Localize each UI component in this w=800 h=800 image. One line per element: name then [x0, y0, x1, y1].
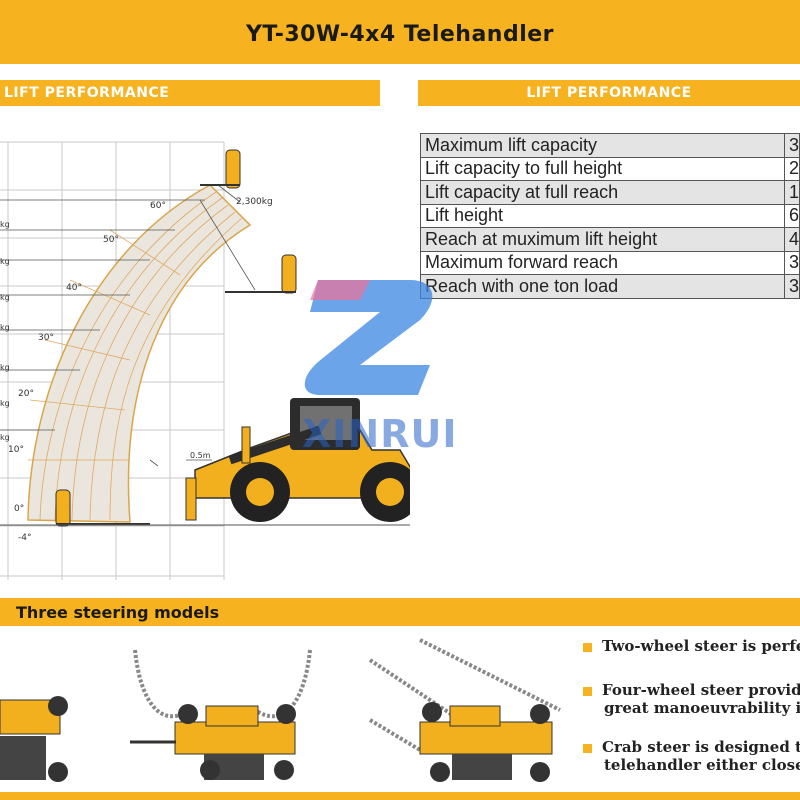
bullet-text: Crab steer is designed to: [602, 738, 800, 756]
bullet-text-cont: telehandler either close t: [604, 756, 800, 774]
spec-value: 3: [783, 274, 800, 299]
title-box: YT-30W-4x4 Telehandler: [0, 12, 800, 56]
table-row: Reach at muximum lift height 4: [420, 227, 800, 252]
steering-illustrations: [0, 638, 561, 782]
page-title: YT-30W-4x4 Telehandler: [245, 21, 555, 47]
spec-label: Reach at muximum lift height: [420, 227, 785, 252]
kg-tick: kg: [0, 363, 10, 372]
angle-label-0: 0°: [14, 504, 24, 514]
table-row: Maximum lift capacity 3: [420, 133, 800, 158]
spec-value: 1: [783, 180, 800, 205]
envelope-arcs: [28, 191, 243, 521]
section-title-right: LIFT PERFORMANCE: [526, 85, 692, 101]
angle-label-30: 30°: [38, 333, 54, 343]
spec-value: 4: [783, 227, 800, 252]
crab-steer-illustration: [368, 638, 561, 782]
angle-label-10: 10°: [8, 445, 24, 455]
kg-tick: kg: [0, 323, 10, 332]
steering-bullet-two-wheel: Two-wheel steer is perfe: [583, 637, 800, 655]
angle-label-60: 60°: [150, 201, 166, 211]
section-title-left: LIFT PERFORMANCE: [4, 85, 170, 101]
spec-table: Maximum lift capacity 3 Lift capacity to…: [420, 133, 800, 299]
forks-ground: [55, 489, 150, 527]
load-label: 2,300kg: [236, 197, 273, 207]
steering-section-bar: Three steering models: [0, 598, 800, 626]
header-band: YT-30W-4x4 Telehandler: [0, 0, 800, 64]
spec-label: Lift height: [420, 203, 785, 228]
table-row: Lift height 6: [420, 203, 800, 228]
angle-label-neg4: -4°: [18, 533, 31, 543]
two-wheel-steer-illustration: [0, 696, 68, 782]
spec-value: 2: [783, 156, 800, 181]
kg-tick: kg: [0, 220, 10, 229]
kg-tick: kg: [0, 399, 10, 408]
spec-label: Lift capacity to full height: [420, 156, 785, 181]
angle-label-20: 20°: [18, 389, 34, 399]
spec-label: Maximum forward reach: [420, 250, 785, 275]
dimension-lines: [0, 184, 256, 467]
table-row: Lift capacity at full reach 1: [420, 180, 800, 205]
table-row: Lift capacity to full height 2: [420, 156, 800, 181]
section-bar-lift-performance-left: LIFT PERFORMANCE: [0, 80, 380, 106]
watermark-text: XINRUI: [302, 412, 458, 456]
bullet-text: Two-wheel steer is perfe: [602, 637, 800, 655]
section-bar-lift-performance-right: LIFT PERFORMANCE: [418, 80, 800, 106]
kg-tick: kg: [0, 433, 10, 442]
bullet-text-cont: great manoeuvrability in: [604, 699, 800, 717]
kg-tick: kg: [0, 293, 10, 302]
kg-tick: kg: [0, 257, 10, 266]
four-wheel-steer-illustration: [130, 649, 312, 780]
load-chart-diagram: 60° 50° 40° 30° 20° 10° 0° -4° 2,300kg 0…: [0, 141, 410, 580]
bullet-marker: [583, 743, 592, 753]
spec-label: Lift capacity at full reach: [420, 180, 785, 205]
forks-reach: [225, 254, 297, 294]
spec-value: 3: [783, 133, 800, 158]
angle-label-50: 50°: [103, 235, 119, 245]
bullet-marker: [583, 642, 592, 652]
telehandler-machine: [185, 398, 410, 522]
table-row: Reach with one ton load 3: [420, 274, 800, 299]
dim-label: 0.5m: [190, 451, 211, 460]
spec-label: Reach with one ton load: [420, 274, 785, 299]
kg-ticks: kg kg kg kg kg kg kg: [0, 220, 10, 442]
steering-title: Three steering models: [16, 602, 220, 622]
table-row: Maximum forward reach 3: [420, 250, 800, 275]
spec-label: Maximum lift capacity: [420, 133, 785, 158]
bullet-text: Four-wheel steer provide: [602, 681, 800, 699]
watermark-logo: [304, 280, 433, 395]
spec-value: 6: [783, 203, 800, 228]
forks-top: [200, 149, 241, 189]
bottom-band: [0, 792, 800, 800]
steering-bullet-crab: Crab steer is designed to telehandler ei…: [583, 738, 800, 774]
angle-label-40: 40°: [66, 283, 82, 293]
angle-labels: 60° 50° 40° 30° 20° 10° 0° -4°: [8, 201, 166, 543]
bullet-marker: [583, 686, 592, 696]
steering-bullet-four-wheel: Four-wheel steer provide great manoeuvra…: [583, 681, 800, 717]
spec-value: 3: [783, 250, 800, 275]
